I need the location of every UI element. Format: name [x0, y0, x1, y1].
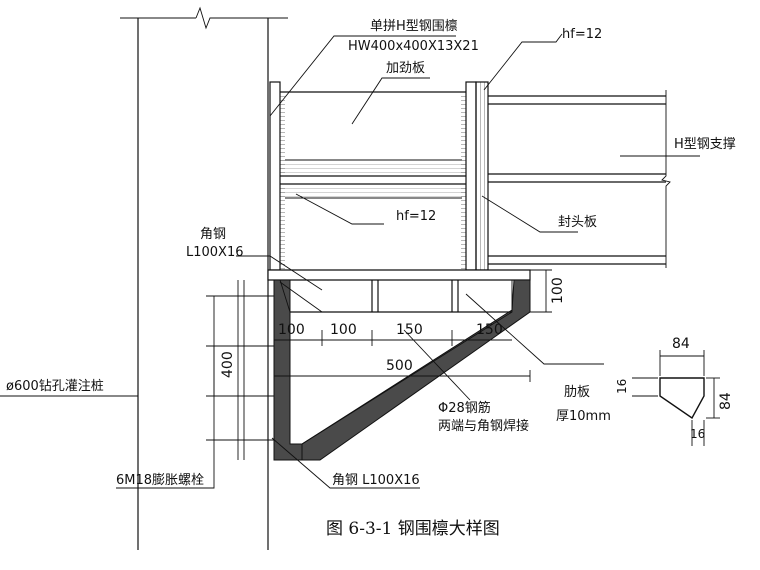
rib-plate-detail	[632, 350, 720, 446]
h-steel-strut	[488, 90, 671, 268]
waling-beam	[269, 81, 489, 271]
rib-label-line2: 厚10mm	[556, 409, 611, 424]
dim-100-a: 100	[278, 322, 305, 338]
dim-150-a: 150	[396, 322, 423, 338]
angle-top-name-label: 角钢	[200, 227, 226, 242]
dim-100-right: 100	[550, 277, 566, 304]
support-bracket	[267, 269, 531, 461]
angle-top-spec-label: L100X16	[186, 245, 244, 260]
dimension-lines	[213, 269, 552, 396]
annotation-labels: 单拼H型钢围檩 HW400x400X13X21 加劲板 hf=12 hf=12 …	[6, 19, 736, 488]
pile-label: ø600钻孔灌注桩	[6, 379, 104, 394]
dim-500: 500	[386, 358, 413, 374]
rib-label-line1: 肋板	[564, 385, 590, 400]
end-plate-label: 封头板	[558, 215, 597, 230]
dim-84-right: 84	[718, 392, 734, 410]
dim-16-left: 16	[615, 379, 629, 394]
strut-label: H型钢支撑	[674, 137, 736, 152]
dim-400: 400	[220, 351, 236, 378]
dim-84-top: 84	[672, 336, 690, 352]
beam-type-label: 单拼H型钢围檩	[370, 19, 458, 34]
dim-100-b: 100	[330, 322, 357, 338]
leader-lines	[0, 33, 700, 489]
hf-mid-label: hf=12	[396, 209, 436, 224]
beam-spec-label: HW400x400X13X21	[348, 39, 479, 54]
bolt-label: 6M18膨胀螺栓	[116, 473, 204, 488]
stiffener-label: 加劲板	[386, 61, 425, 76]
pile	[120, 6, 288, 550]
angle-bottom-label: 角钢 L100X16	[332, 473, 420, 488]
rebar-label-line2: 两端与角钢焊接	[438, 418, 529, 434]
anchor-bolts	[206, 280, 274, 460]
rebar-label-line1: Φ28钢筋	[438, 400, 491, 416]
dim-150-b: 150	[476, 322, 503, 338]
figure-caption: 图 6-3-1 钢围檩大样图	[326, 519, 500, 539]
dim-16-bottom: 16	[690, 427, 705, 441]
dimension-labels: 100 100 150 150 500 400 100 84 84 16 16	[220, 277, 734, 441]
hf-top-label: hf=12	[562, 27, 602, 42]
